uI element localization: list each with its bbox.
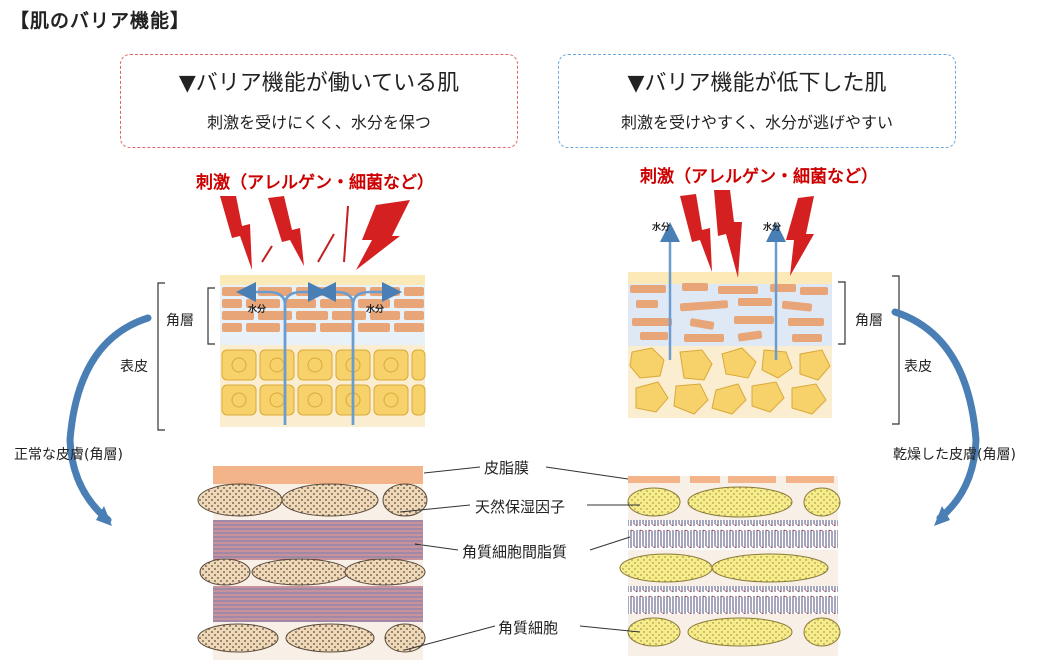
curved-arrows <box>66 308 980 526</box>
sebum-film-label: 皮脂膜 <box>484 459 530 477</box>
healthy-skin-heading: ▼バリア機能が働いている肌 <box>178 71 460 96</box>
healthy-water-label-2: 水分 <box>366 305 385 315</box>
healthy-stratum-corneum-label: 角層 <box>166 313 194 329</box>
healthy-skin-label: 正常な皮膚(角層) <box>14 447 123 463</box>
brackets <box>157 275 900 431</box>
page-title: 【肌のバリア機能】 <box>10 10 191 32</box>
corneocyte-label: 角質細胞 <box>498 619 559 637</box>
damaged-epidermis-label: 表皮 <box>904 359 932 375</box>
healthy-water-arrows <box>236 282 402 425</box>
intercellular-lipid-label: 角質細胞間脂質 <box>462 543 568 561</box>
damaged-stimulus-label: 刺激（アレルゲン・細菌など） <box>640 167 878 187</box>
damaged-stratum-corneum-label: 角層 <box>855 313 883 329</box>
damaged-water-arrows <box>660 222 786 360</box>
healthy-skin-subheading: 刺激を受けにくく、水分を保つ <box>207 113 431 132</box>
damaged-cross-section <box>619 476 841 656</box>
healthy-cross-section <box>197 466 428 660</box>
healthy-skin-block <box>220 275 426 427</box>
damaged-water-label-1: 水分 <box>652 223 671 233</box>
healthy-water-label-1: 水分 <box>248 305 267 315</box>
label-connectors <box>399 466 641 651</box>
healthy-stimulus-bolts <box>220 196 410 270</box>
nmf-label: 天然保湿因子 <box>475 498 566 516</box>
damaged-stimulus-bolts <box>680 190 814 278</box>
damaged-skin-subheading: 刺激を受けやすく、水分が逃げやすい <box>620 113 893 132</box>
healthy-epidermis-label: 表皮 <box>120 359 148 375</box>
damaged-skin-caption-box: ▼バリア機能が低下した肌 刺激を受けやすく、水分が逃げやすい <box>558 54 956 148</box>
damaged-skin-heading: ▼バリア機能が低下した肌 <box>627 71 887 96</box>
damaged-brick-layer <box>630 283 828 342</box>
healthy-skin-caption-box: ▼バリア機能が働いている肌 刺激を受けにくく、水分を保つ <box>120 54 518 148</box>
damaged-skin-block <box>628 222 832 418</box>
damaged-water-label-2: 水分 <box>763 223 782 233</box>
healthy-stimulus-label: 刺激（アレルゲン・細菌など） <box>196 173 434 193</box>
damaged-skin-label: 乾燥した皮膚(角層) <box>893 447 1016 463</box>
damaged-cell-layer <box>629 347 831 415</box>
